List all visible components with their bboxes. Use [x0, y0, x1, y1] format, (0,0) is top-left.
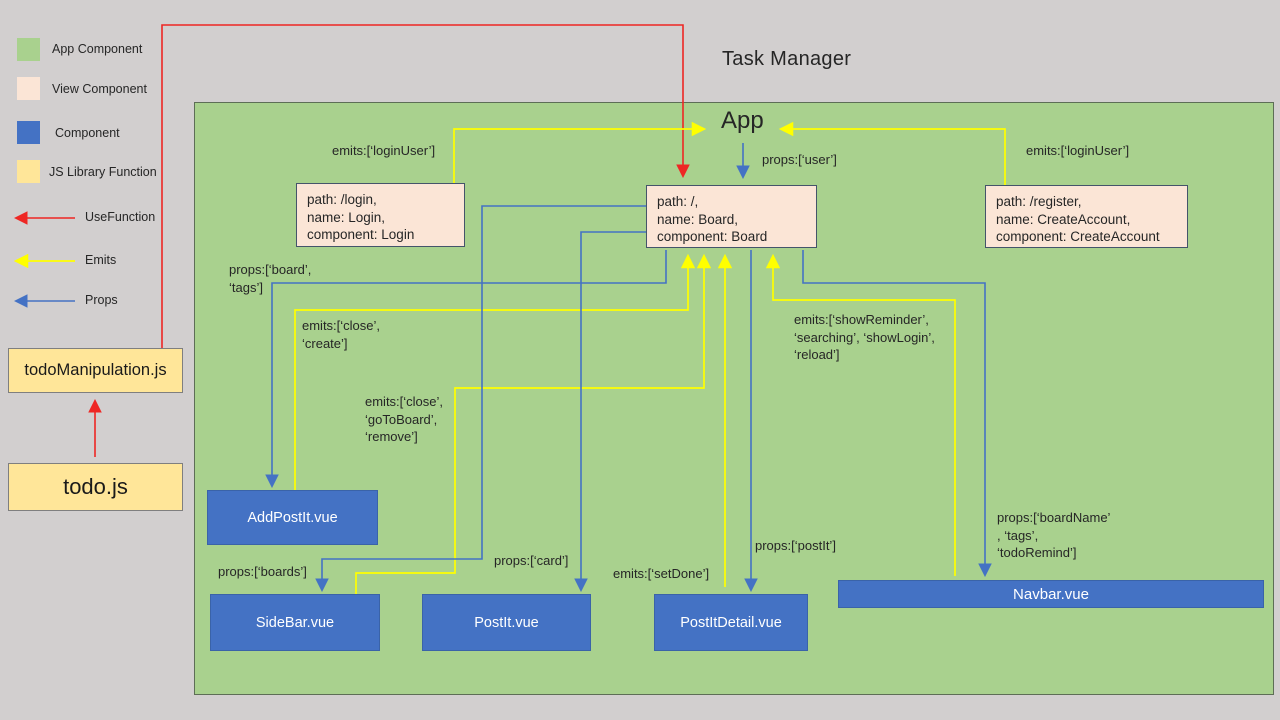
- todomanipulation-js-box: todoManipulation.js: [8, 348, 183, 393]
- legend-label-props: Props: [85, 293, 118, 307]
- edge-label-app-props-user: props:[‘user’]: [762, 152, 837, 167]
- edge-label-postit-props: props:[‘postIt’]: [755, 538, 836, 553]
- legend-swatch-component: [17, 121, 40, 144]
- route-box-board: path: /, name: Board, component: Board: [646, 185, 817, 248]
- page-title: Task Manager: [722, 48, 852, 70]
- edge-label-showreminder-emits: emits:[‘showReminder’, ‘searching’, ‘sho…: [794, 312, 935, 363]
- route-box-register: path: /register, name: CreateAccount, co…: [985, 185, 1188, 248]
- component-box-postit: PostIt.vue: [422, 594, 591, 651]
- legend-label-component: Component: [55, 126, 120, 140]
- edge-label-close-create-emits: emits:[‘close’, ‘create’]: [302, 318, 381, 351]
- legend-label-js-library: JS Library Function: [49, 165, 157, 179]
- route-box-login: path: /login, name: Login, component: Lo…: [296, 183, 465, 247]
- legend-label-emits: Emits: [85, 253, 117, 267]
- edge-label-card-props: props:[‘card’]: [494, 553, 569, 568]
- edge-label-boards-props: props:[‘boards’]: [218, 564, 307, 579]
- component-box-sidebar: SideBar.vue: [210, 594, 380, 651]
- legend-swatch-app-component: [17, 38, 40, 61]
- edge-label-setdone-emits: emits:[‘setDone’]: [613, 566, 710, 581]
- component-box-navbar: Navbar.vue: [838, 580, 1264, 608]
- legend-label-view-component: View Component: [52, 82, 147, 96]
- legend-swatch-view-component: [17, 77, 40, 100]
- component-box-addpostit: AddPostIt.vue: [207, 490, 378, 545]
- edge-label-login-emits: emits:[‘loginUser’]: [332, 143, 436, 158]
- legend-label-app-component: App Component: [52, 42, 143, 56]
- legend-swatch-js-library: [17, 160, 40, 183]
- edge-label-board-tags-props: props:[‘board’, ‘tags’]: [229, 262, 312, 295]
- todo-js-box: todo.js: [8, 463, 183, 511]
- component-box-postitdetail: PostItDetail.vue: [654, 594, 808, 651]
- edge-label-close-gotoboard-remove-emits: emits:[‘close’, ‘goToBoard’, ‘remove’]: [365, 394, 444, 445]
- legend-label-usefunction: UseFunction: [85, 210, 156, 224]
- edge-label-navbar-props: props:[‘boardName’ , ‘tags’, ‘todoRemind…: [997, 510, 1111, 561]
- edge-label-register-emits: emits:[‘loginUser’]: [1026, 143, 1130, 158]
- app-root-label: App: [721, 107, 764, 134]
